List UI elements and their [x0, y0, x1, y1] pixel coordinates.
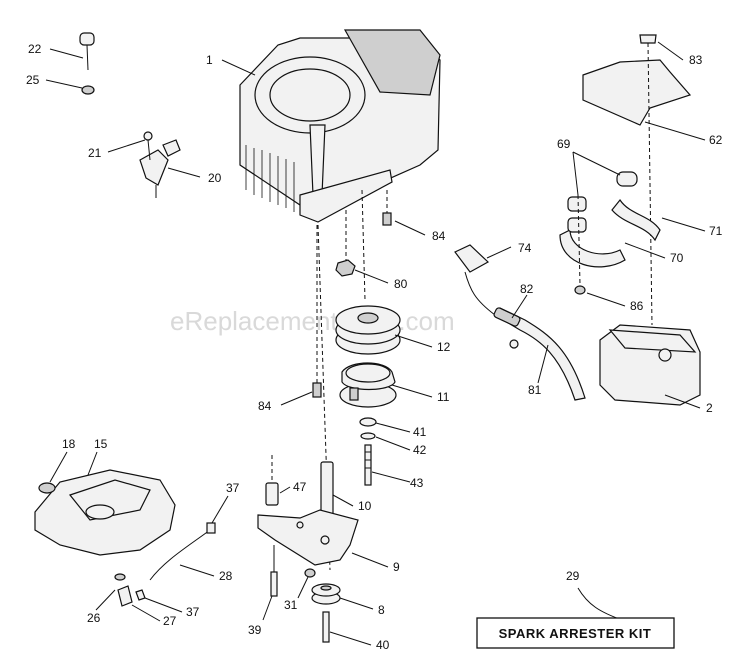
callout-31: 31 [284, 598, 298, 612]
callout-69: 69 [557, 137, 571, 151]
callout-15: 15 [94, 437, 108, 451]
spark-arrester-kit-label: SPARK ARRESTER KIT [499, 626, 652, 641]
muffler-part [599, 324, 701, 406]
leader-lines [45, 41, 706, 646]
callout-22: 22 [28, 42, 42, 56]
callout-70: 70 [670, 251, 684, 265]
callout-26: 26 [87, 611, 101, 625]
callout-84-upper: 84 [432, 229, 446, 243]
callout-11: 11 [437, 390, 450, 404]
callout-37-upper: 37 [226, 481, 240, 495]
fuel-line-part [454, 244, 586, 401]
spacer-part [265, 455, 334, 523]
callout-28: 28 [219, 569, 233, 583]
callout-27: 27 [163, 614, 177, 628]
pulley-part [335, 305, 401, 355]
callout-47: 47 [293, 480, 307, 494]
callout-43: 43 [410, 476, 424, 490]
heat-shield-part [582, 34, 692, 326]
engine-bolt-part [382, 190, 392, 226]
throttle-bracket-part [139, 131, 181, 198]
callout-40: 40 [376, 638, 390, 652]
watermark: eReplacementParts.com [170, 306, 455, 336]
dipstick-cap-part [79, 32, 95, 95]
bolt-39-part [270, 545, 278, 597]
washer-part [359, 417, 377, 486]
callout-71: 71 [709, 224, 723, 238]
fuel-hose-part [114, 522, 216, 607]
callout-18: 18 [62, 437, 76, 451]
callout-20: 20 [208, 171, 222, 185]
callout-37-lower: 37 [186, 605, 200, 619]
callout-12: 12 [437, 340, 451, 354]
nut-31-part [304, 568, 316, 578]
callouts: 1 22 25 21 20 84 80 12 11 41 42 43 84 47… [26, 42, 723, 652]
nut-part [335, 210, 356, 277]
callout-21: 21 [88, 146, 102, 160]
callout-41: 41 [413, 425, 427, 439]
callout-82: 82 [520, 282, 534, 296]
callout-83: 83 [689, 53, 703, 67]
callout-74: 74 [518, 241, 532, 255]
callout-25: 25 [26, 73, 40, 87]
electric-clutch-part [339, 362, 397, 408]
callout-80: 80 [394, 277, 408, 291]
callout-86: 86 [630, 299, 644, 313]
mounting-plate-part [257, 509, 359, 566]
fuel-tank-part [34, 469, 176, 556]
engine-part [239, 29, 441, 223]
callout-42: 42 [413, 443, 427, 457]
callout-39: 39 [248, 623, 262, 637]
callout-9: 9 [393, 560, 400, 574]
callout-8: 8 [378, 603, 385, 617]
callout-81: 81 [528, 383, 542, 397]
callout-10: 10 [358, 499, 372, 513]
bolt-40-part [322, 611, 330, 643]
callout-1: 1 [206, 53, 213, 67]
exhaust-pipe-part [559, 171, 661, 295]
callout-2: 2 [706, 401, 713, 415]
callout-84-lower: 84 [258, 399, 272, 413]
callout-62: 62 [709, 133, 723, 147]
callout-29: 29 [566, 569, 580, 583]
idler-pulley-part [311, 583, 341, 605]
spark-arrester-kit-box: SPARK ARRESTER KIT [476, 617, 675, 649]
lower-bolt-part [312, 225, 322, 398]
